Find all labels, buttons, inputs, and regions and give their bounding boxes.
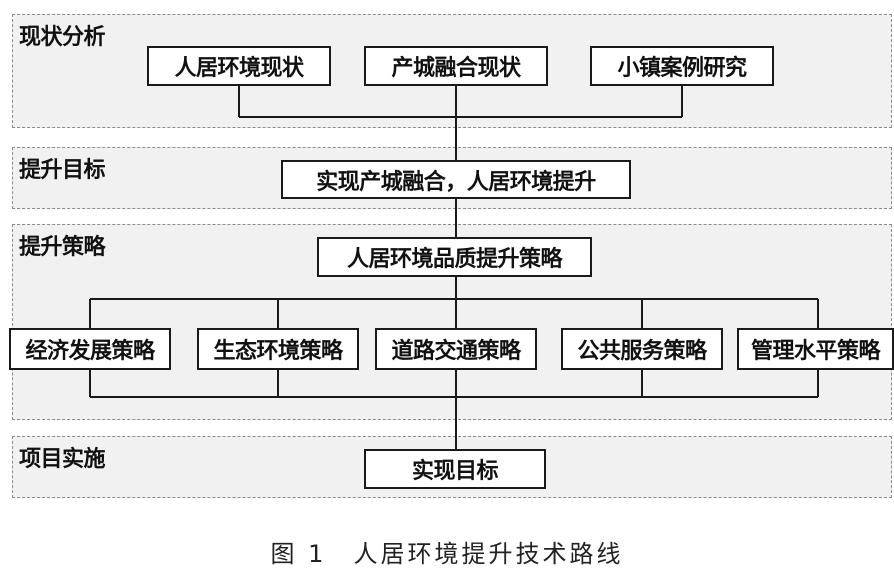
goal-box: 实现产城融合，人居环境提升: [281, 160, 631, 199]
strategy-item-economic: 经济发展策略: [9, 328, 171, 370]
implementation-section-label: 项目实施: [19, 447, 106, 472]
analysis-box-town-case: 小镇案例研究: [590, 46, 774, 86]
strategy-item-traffic: 道路交通策略: [375, 328, 537, 370]
strategy-main-box: 人居环境品质提升策略: [317, 237, 592, 277]
strategy-section-label: 提升策略: [19, 235, 106, 260]
figure-caption: 图 1 人居环境提升技术路线: [270, 540, 624, 568]
strategy-item-ecological: 生态环境策略: [197, 328, 359, 370]
goal-section-label: 提升目标: [19, 158, 106, 183]
strategy-item-public-service: 公共服务策略: [561, 328, 723, 370]
analysis-box-industry-city: 产城融合现状: [364, 46, 548, 86]
strategy-item-management: 管理水平策略: [737, 328, 894, 370]
analysis-section-label: 现状分析: [19, 25, 106, 50]
analysis-box-living-environment: 人居环境现状: [147, 46, 331, 86]
implementation-box: 实现目标: [364, 449, 546, 489]
